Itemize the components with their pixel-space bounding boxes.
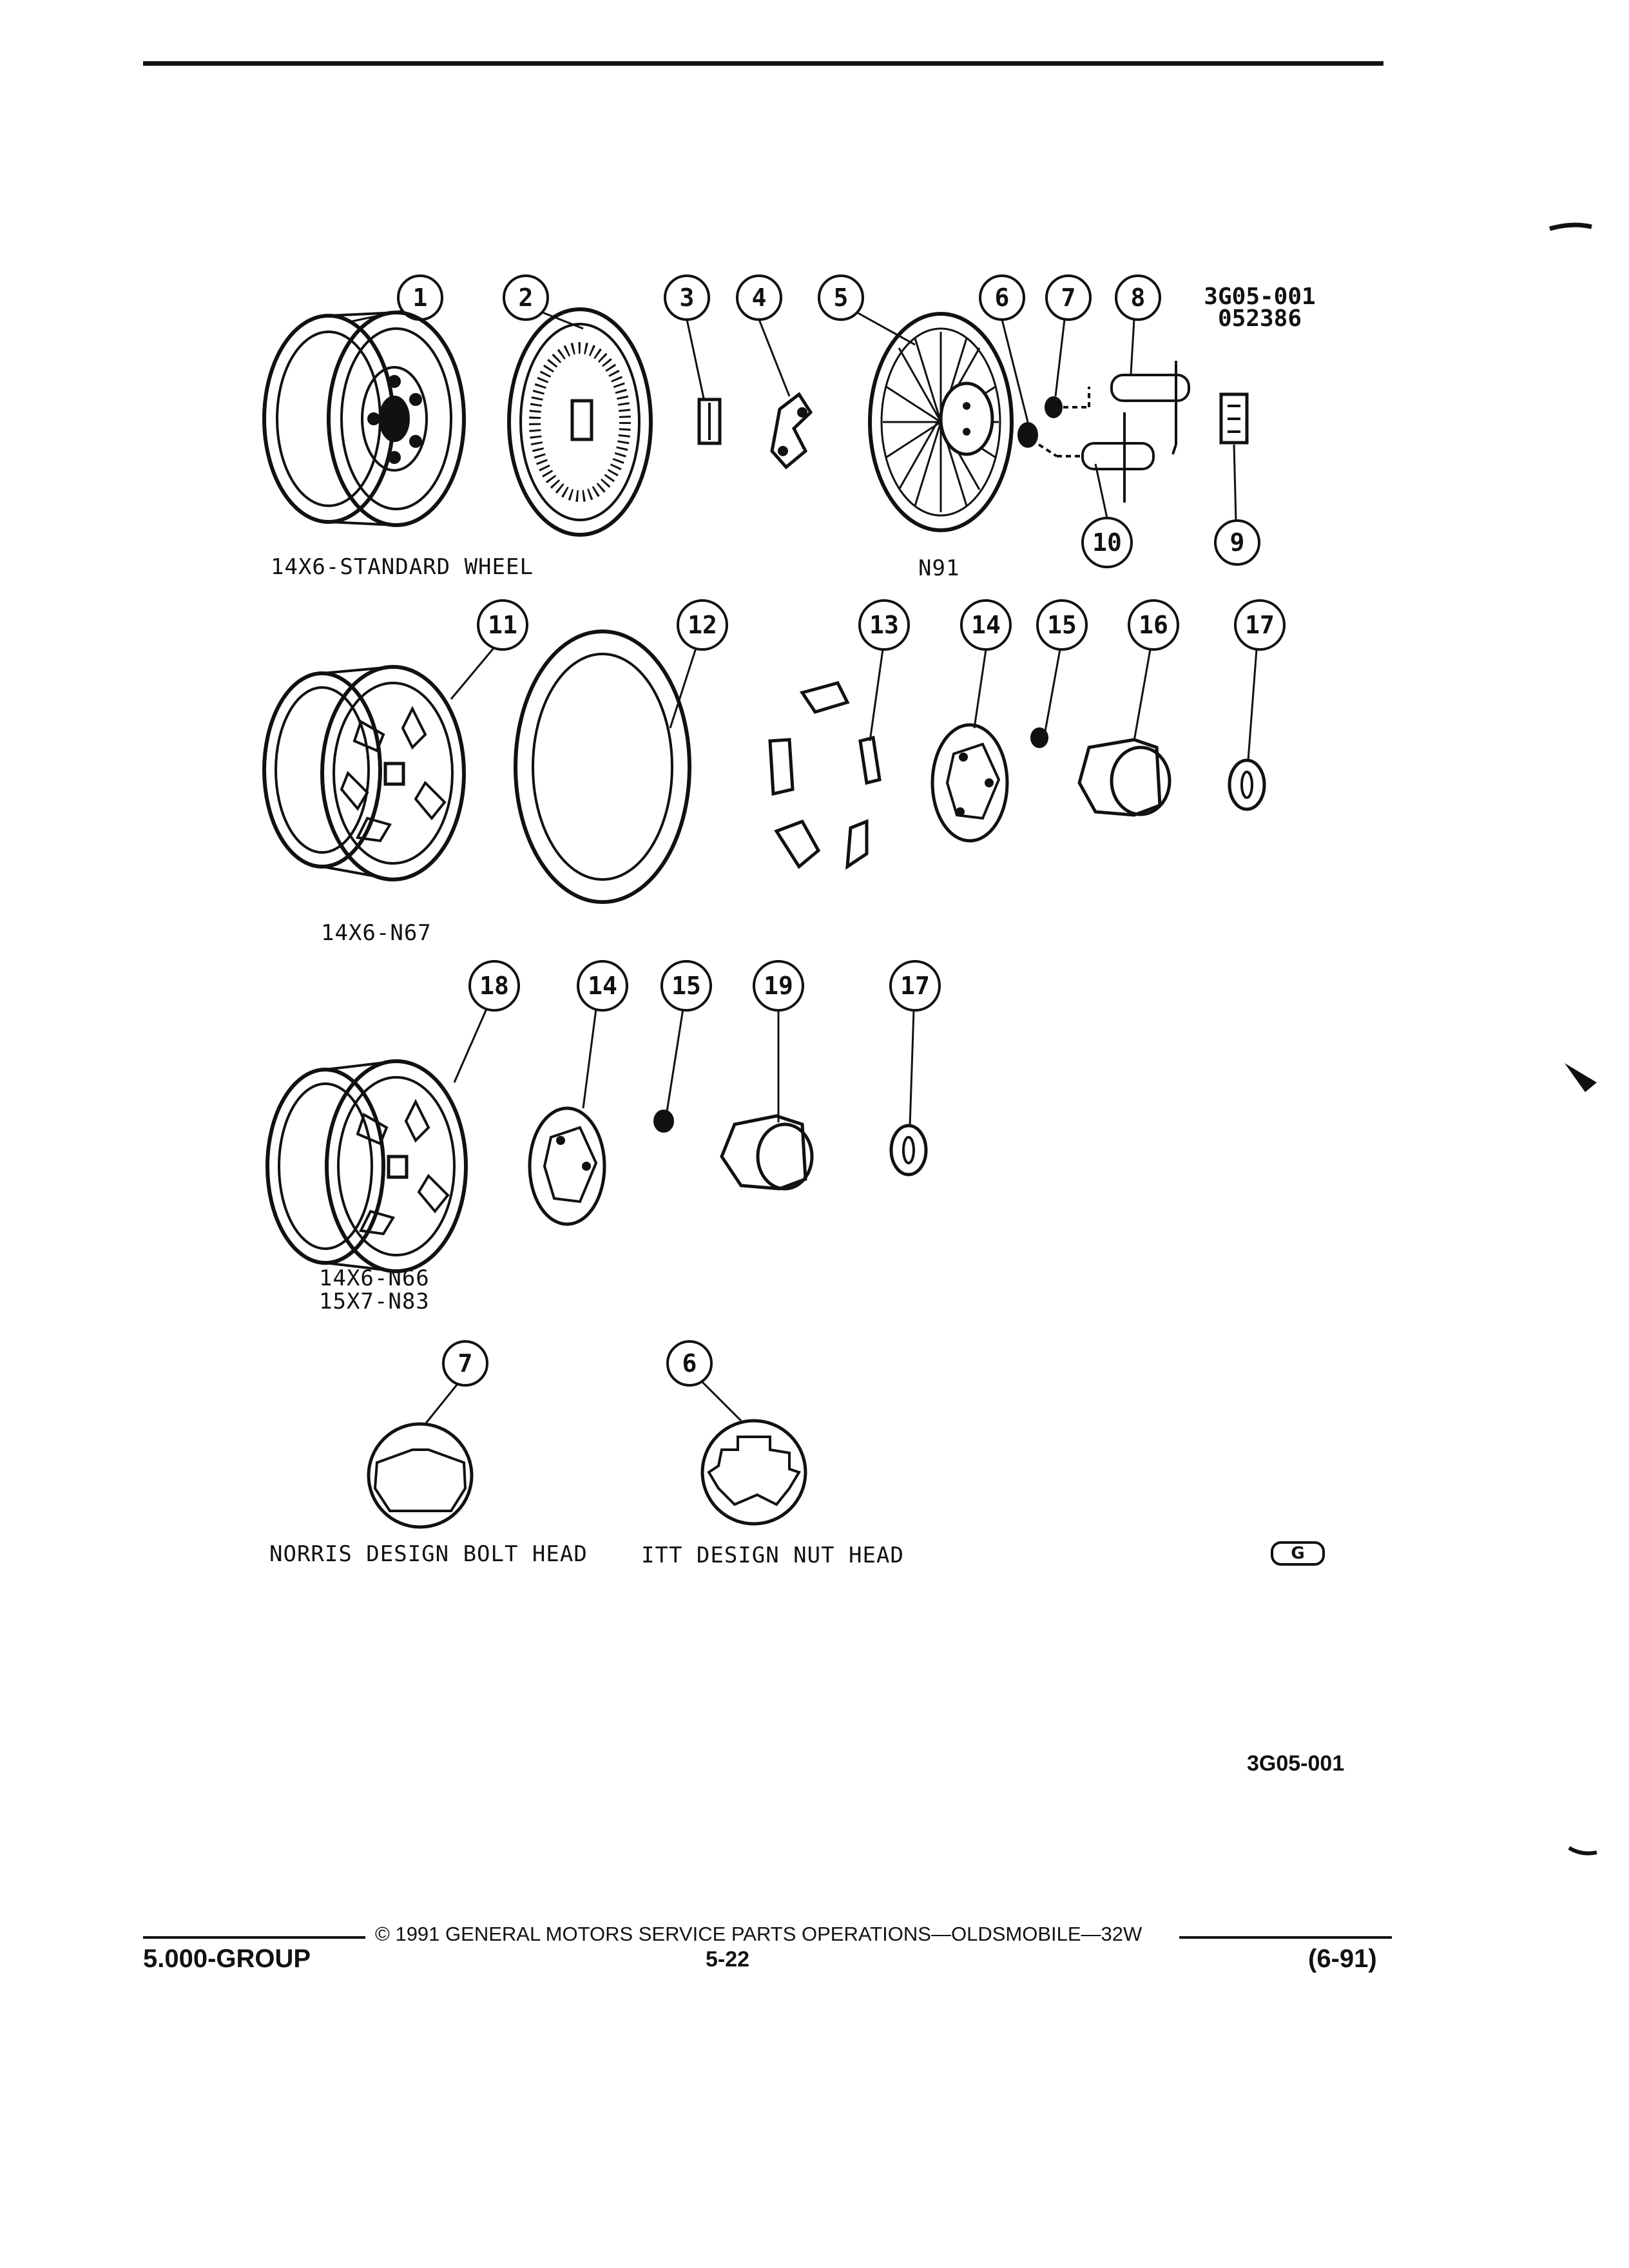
norris-bolt-head	[367, 1422, 474, 1529]
callout-17b: 17	[900, 972, 930, 1000]
callout-11: 11	[488, 611, 517, 639]
caption-n66: 14X6-N66	[319, 1265, 430, 1291]
callout-8: 8	[1130, 284, 1146, 312]
footer-rule-left	[143, 1936, 365, 1939]
footer-group: 5.000-GROUP	[143, 1945, 311, 1973]
trim-ring	[514, 629, 691, 904]
lock-key-tools	[1037, 361, 1190, 503]
caption-standard-wheel: 14X6-STANDARD WHEEL	[271, 554, 534, 580]
itt-nut-head	[700, 1419, 807, 1526]
center-emblem-17b	[889, 1124, 928, 1177]
callout-13: 13	[869, 611, 899, 639]
callout-4: 4	[751, 284, 767, 312]
callout-19: 19	[764, 972, 793, 1000]
hub-cap	[507, 307, 653, 537]
callout-14b: 14	[588, 972, 617, 1000]
callout-6: 6	[994, 284, 1010, 312]
center-cap-16	[1077, 738, 1171, 817]
valve-cap-key	[1219, 392, 1249, 445]
callout-18: 18	[479, 972, 509, 1000]
caption-n91: N91	[918, 555, 960, 581]
callout-17: 17	[1245, 611, 1275, 639]
callout-12: 12	[688, 611, 717, 639]
gm-logo-letter: G	[1291, 1544, 1305, 1563]
emblem	[697, 398, 722, 445]
gm-logo-mark: G	[1271, 1541, 1325, 1566]
callout-6b: 6	[682, 1349, 697, 1378]
callout-15b: 15	[671, 972, 701, 1000]
figure-code-line-2: 052386	[1217, 305, 1302, 332]
styled-wheel-n67	[262, 665, 466, 881]
callout-7: 7	[1061, 284, 1076, 312]
lock-nut-and-bolt	[1017, 396, 1063, 448]
footer-rule-right	[1179, 1936, 1392, 1939]
footer-date: (6-91)	[1308, 1945, 1377, 1973]
page-code: 3G05-001	[1247, 1751, 1345, 1776]
figure-code-line-1: 3G05-001	[1204, 284, 1316, 310]
callout-10: 10	[1092, 528, 1122, 557]
nut-small-b	[653, 1110, 674, 1133]
nut-small	[1030, 727, 1048, 748]
callout-1: 1	[412, 284, 428, 312]
caption-n67: 14X6-N67	[321, 920, 432, 946]
callout-3: 3	[679, 284, 695, 312]
insert-pieces	[768, 681, 882, 870]
caption-n83: 15X7-N83	[319, 1289, 430, 1314]
callout-7b: 7	[458, 1349, 473, 1378]
center-emblem-17	[1228, 758, 1266, 811]
footer-copyright: © 1991 GENERAL MOTORS SERVICE PARTS OPER…	[375, 1923, 1142, 1945]
callout-14: 14	[971, 611, 1001, 639]
footer-page-number: 5-22	[706, 1947, 750, 1972]
caption-itt-nut: ITT DESIGN NUT HEAD	[641, 1542, 904, 1568]
caption-norris-bolt: NORRIS DESIGN BOLT HEAD	[269, 1541, 588, 1567]
callout-15: 15	[1047, 611, 1077, 639]
callout-16: 16	[1139, 611, 1168, 639]
center-plate-b	[528, 1106, 606, 1226]
callout-2: 2	[518, 284, 534, 312]
callout-9: 9	[1229, 528, 1245, 557]
center-plate	[930, 723, 1009, 843]
wire-wheel-cover	[868, 312, 1014, 532]
callout-5: 5	[833, 284, 849, 312]
styled-wheel-n66	[265, 1059, 468, 1273]
retainer-clip	[770, 392, 813, 470]
center-cap-19	[720, 1114, 814, 1191]
top-rule	[143, 61, 1383, 66]
standard-wheel	[262, 311, 466, 527]
